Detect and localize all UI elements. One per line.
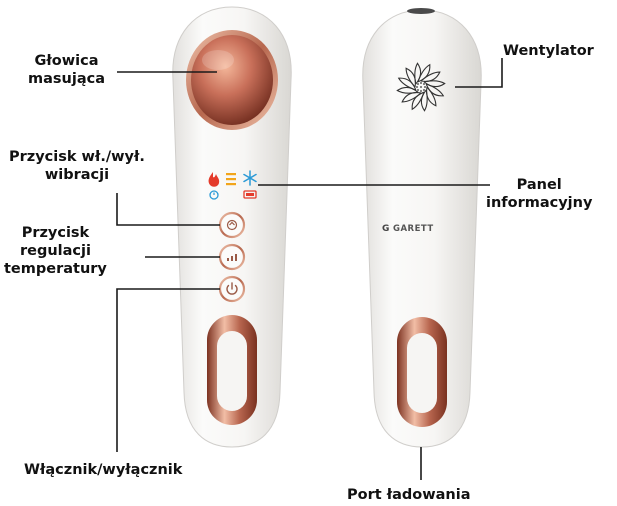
label-head-line2: masująca [28,70,105,88]
label-temperature-line2: regulacji [4,242,107,260]
power-button[interactable] [220,277,244,301]
label-vibration-line2: wibracji [9,166,145,184]
label-fan: Wentylator [503,42,594,60]
temperature-button[interactable] [220,245,244,269]
label-temperature-line1: Przycisk [4,224,107,242]
level-bars-icon [226,173,236,185]
label-panel: Panel informacyjny [486,176,592,212]
fan-hole [417,83,419,85]
fan-hole [423,83,425,85]
label-port: Port ładowania [347,486,470,504]
fan-hole [420,90,422,92]
handle-slot-back [397,317,447,427]
fan-hole [420,82,422,84]
label-head: Głowica masująca [28,52,105,88]
fan-hole [420,86,422,88]
fan-hole [416,86,418,88]
label-vibration-line1: Przycisk wł./wył. [9,148,145,166]
fan-hole [423,89,425,91]
vibration-button[interactable] [220,213,244,237]
massage-head [186,30,278,130]
brand-mark: G [382,224,389,234]
device-back: G GARETT [363,8,481,447]
label-head-line1: Głowica [28,52,105,70]
label-temperature-line3: temperatury [4,260,107,278]
label-vibration: Przycisk wł./wył. wibracji [9,148,145,184]
fan-hole [417,89,419,91]
handle-slot-front [207,315,257,425]
label-panel-line1: Panel [486,176,592,194]
fan-hole [424,86,426,88]
label-panel-line2: informacyjny [486,194,592,212]
label-temperature: Przycisk regulacji temperatury [4,224,107,278]
brand-name: GARETT [393,224,434,234]
device-front [173,7,291,447]
label-power: Włącznik/wyłącznik [24,461,182,479]
top-cap [407,8,435,14]
